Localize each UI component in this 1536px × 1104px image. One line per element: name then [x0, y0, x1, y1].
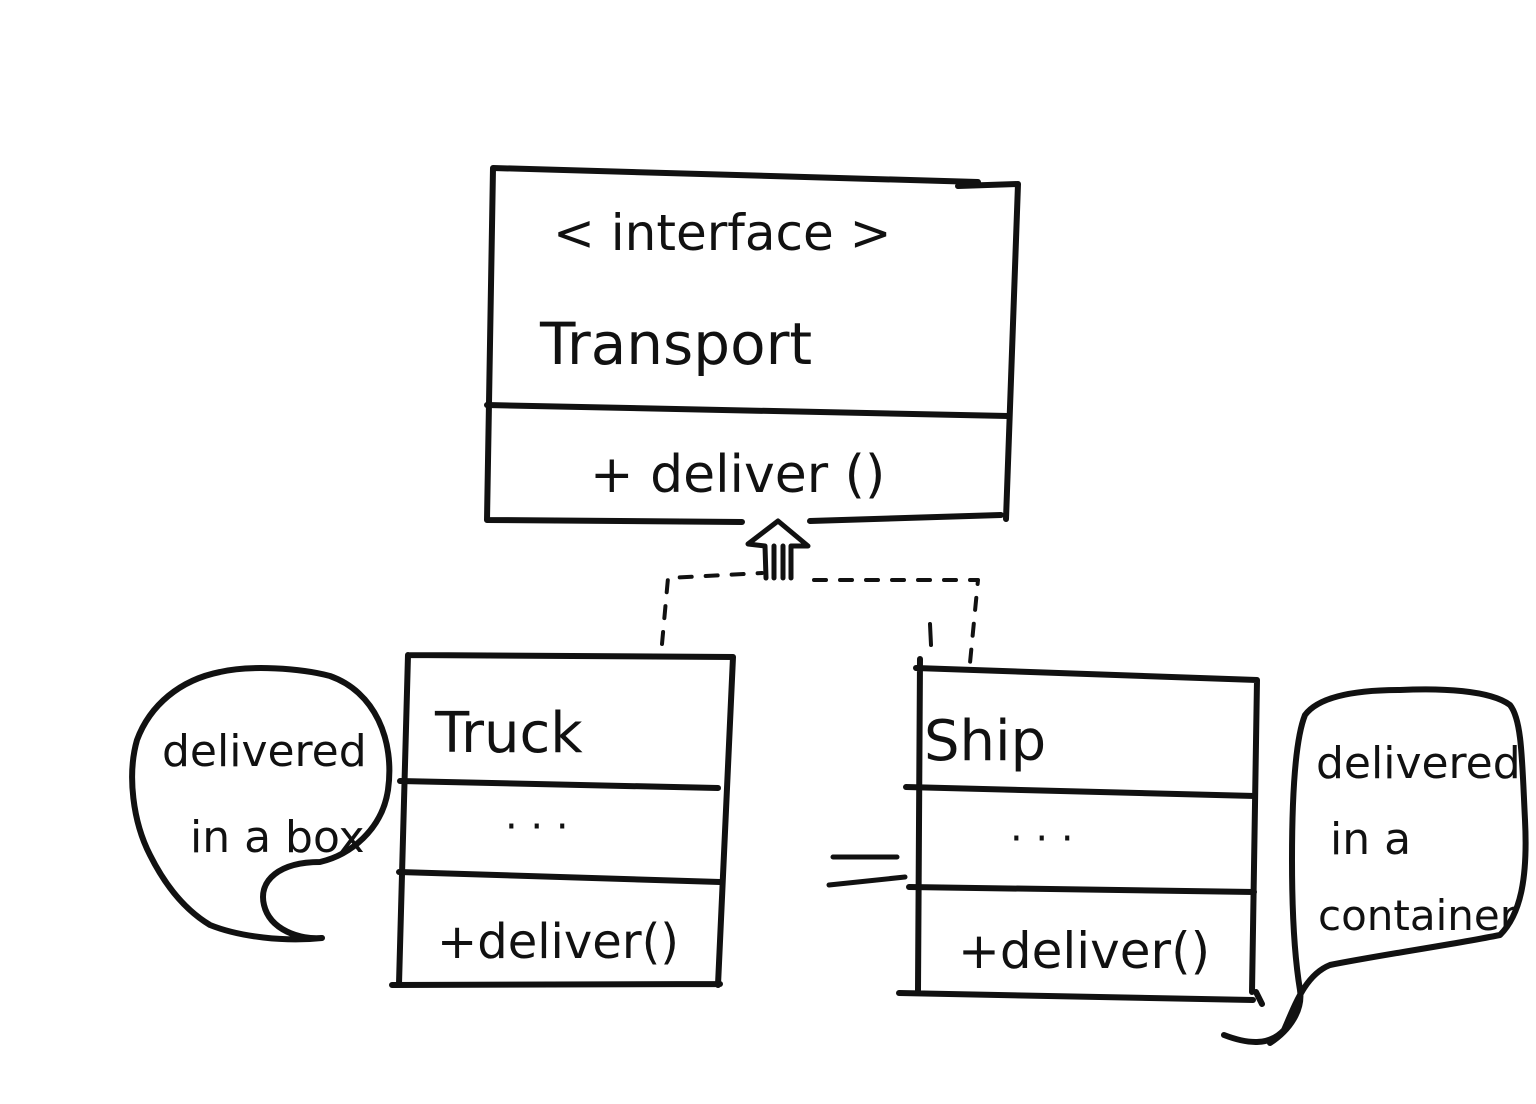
realization-dashed-line [660, 571, 980, 665]
realization-arrowhead [745, 518, 811, 581]
truck-bubble-outline [129, 665, 393, 943]
interface-name: Transport [539, 310, 812, 378]
interface-stereotype: < interface > [553, 204, 892, 262]
truck-box-divider-1 [397, 778, 721, 791]
ship-box-divider-2 [906, 884, 1257, 895]
stray-strokes [826, 854, 908, 888]
ship-connector-tick [928, 622, 933, 647]
truck-box-divider-2 [396, 869, 723, 885]
interface-box-outline [484, 165, 1021, 525]
truck-fields: · · · [505, 804, 569, 850]
speech-bubble-ship: delivered in a container [1221, 686, 1529, 1046]
truck-name: Truck [434, 701, 583, 766]
speech-bubble-truck: delivered in a box [129, 665, 393, 943]
ship-fields: · · · [1010, 816, 1074, 862]
truck-box-outline [389, 652, 736, 988]
interface-box-divider [484, 402, 1011, 419]
realization-arrow [660, 518, 980, 665]
ship-bubble-line-1: delivered [1316, 738, 1521, 789]
ship-bubble-line-2: in a [1330, 814, 1411, 865]
class-box-truck: Truck · · · +deliver() [389, 652, 736, 988]
ship-method: +deliver() [958, 922, 1210, 980]
interface-box-transport: < interface > Transport + deliver () [484, 165, 1021, 525]
truck-bubble-line-2: in a box [190, 812, 365, 863]
truck-bubble-line-1: delivered [162, 726, 367, 777]
class-box-ship: Ship · · · +deliver() [896, 656, 1265, 1007]
interface-method: + deliver () [590, 445, 885, 505]
ship-bubble-outline [1221, 686, 1529, 1046]
ship-bubble-line-3: container [1318, 891, 1518, 940]
truck-method: +deliver() [437, 914, 679, 970]
ship-box-divider-1 [903, 784, 1258, 799]
ship-box-outline [896, 656, 1265, 1007]
ship-name: Ship [924, 709, 1046, 774]
